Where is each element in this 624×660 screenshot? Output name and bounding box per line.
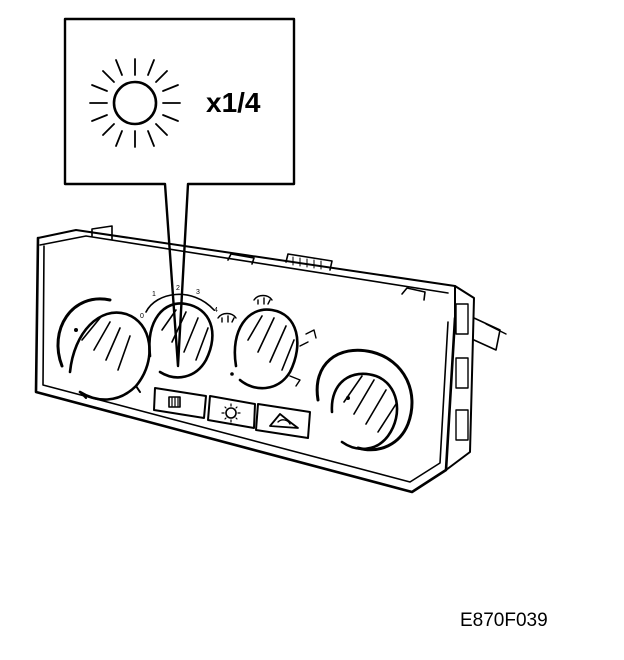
bulb-icon: [89, 58, 181, 148]
knob-marker-icon: [346, 396, 350, 400]
fan-scale-2: 2: [176, 285, 180, 292]
control-panel: 0 1 2 3 4: [34, 225, 507, 494]
recirculation-button[interactable]: [269, 413, 299, 429]
figure-code: E870F039: [460, 610, 548, 631]
temperature-knob[interactable]: [56, 297, 151, 401]
button-row: [153, 387, 311, 439]
rear-defrost-button[interactable]: [168, 396, 181, 408]
knob-marker-icon: [74, 328, 78, 332]
fan-scale-0: 0: [140, 313, 144, 320]
fan-button[interactable]: [221, 403, 241, 423]
connector-block: [445, 285, 507, 471]
fan-scale: 0 1 2 3 4: [140, 285, 218, 320]
quantity-label: x1/4: [206, 87, 261, 118]
air-distribution-knob[interactable]: [217, 294, 317, 390]
recirculation-knob[interactable]: [315, 348, 414, 452]
callout: x1/4: [63, 17, 296, 368]
fan-speed-knob[interactable]: [145, 293, 215, 379]
mode-icons: [217, 294, 317, 387]
fan-scale-4: 4: [214, 307, 218, 314]
fan-scale-1: 1: [152, 291, 156, 298]
fan-scale-3: 3: [196, 289, 200, 296]
